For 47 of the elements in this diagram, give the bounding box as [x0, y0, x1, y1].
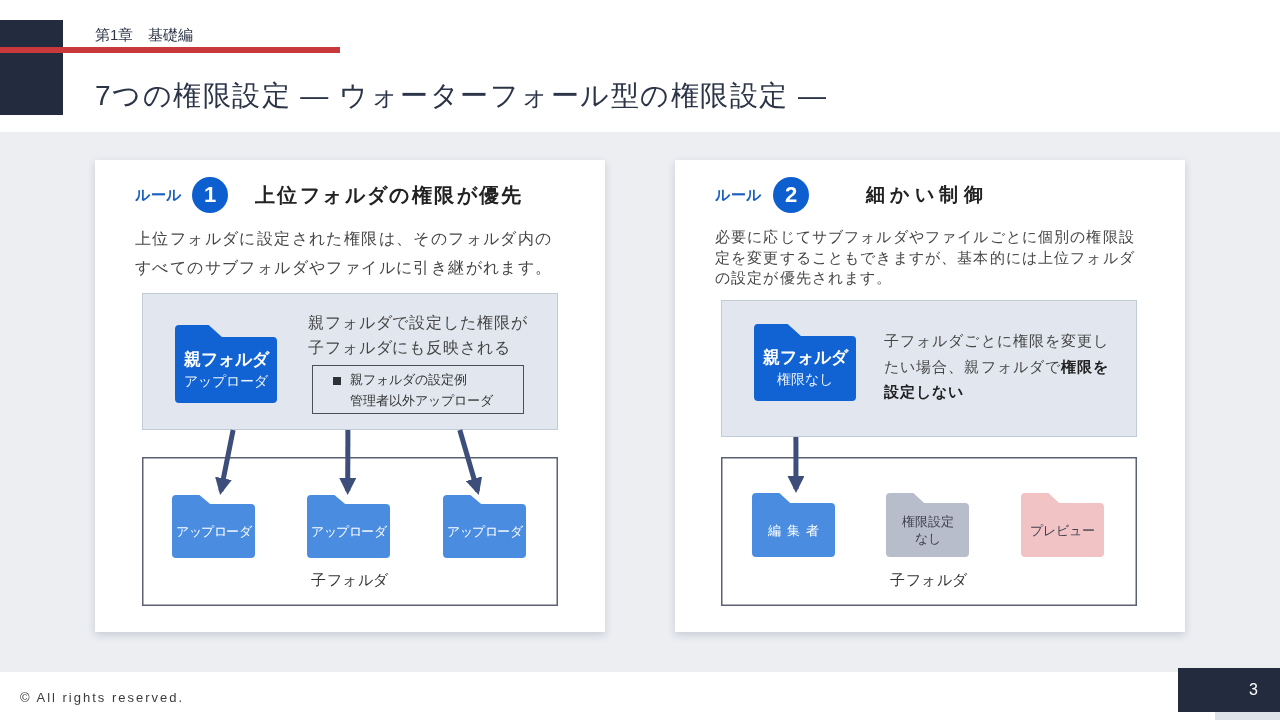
example-box — [312, 365, 524, 414]
number-badge: 1 — [192, 177, 228, 213]
folder-sublabel: 権限なし — [777, 370, 833, 389]
panel-note: 子フォルダごとに権限を変更したい場合、親フォルダで権限を設定しない — [884, 331, 1111, 402]
number-badge: 2 — [773, 177, 809, 213]
folder-label: アップローダ — [176, 522, 251, 540]
arrow — [339, 430, 357, 495]
folder-label: アップローダ — [447, 522, 522, 540]
child-folder-group — [142, 457, 558, 606]
parent-folder-panel — [142, 293, 558, 430]
folder-label: 親フォルダ — [183, 348, 269, 371]
card — [675, 160, 1185, 632]
child-folder-group — [721, 457, 1137, 606]
card-description: 上位フォルダに設定された権限は、そのフォルダ内のすべてのサブフォルダやファイルに引き継がれます。 — [135, 229, 554, 278]
page-number: 3 — [1249, 680, 1258, 700]
card — [95, 160, 605, 632]
folder-label: プレビュー — [1030, 521, 1095, 539]
card-heading: 上位フォルダの権限が優先 — [255, 183, 524, 208]
arrow — [787, 437, 805, 493]
arrow — [215, 429, 236, 495]
folder-label: アップローダ — [311, 522, 386, 540]
folder-sublabel: アップローダ — [184, 371, 268, 391]
chapter-label: 第1章 基礎編 — [95, 25, 194, 45]
folder-label: 親フォルダ — [762, 347, 848, 369]
example-heading: 親フォルダの設定例 — [350, 371, 467, 389]
folder — [175, 325, 277, 403]
rule-tag: ルール — [715, 185, 762, 205]
card-description: 必要に応じてサブフォルダやファイルごとに個別の権限設定を変更することもできますが、基本的には上位フォルダの設定が優先されます。 — [715, 227, 1136, 288]
folder-label: 権限設定なし — [900, 513, 955, 547]
panel-note: 親フォルダで設定した権限が子フォルダにも反映される — [308, 313, 529, 358]
group-label: 子フォルダ — [311, 570, 389, 590]
group-label: 子フォルダ — [890, 570, 968, 590]
card-heading: 細かい制御 — [866, 183, 988, 207]
copyright-text: © All rights reserved. — [20, 689, 185, 707]
folder — [443, 495, 526, 558]
rule-tag: ルール — [135, 185, 182, 205]
page-title: 7つの権限設定 — ウォーターフォール型の権限設定 — — [95, 79, 828, 113]
folder — [754, 324, 856, 401]
folder — [172, 495, 255, 558]
parent-folder-panel — [721, 300, 1137, 437]
folder — [886, 493, 969, 557]
arrow — [457, 429, 483, 496]
folder — [307, 495, 390, 558]
folder-label: 編集者 — [767, 521, 825, 539]
folder — [1021, 493, 1104, 557]
folder — [752, 493, 835, 557]
example-value: 管理者以外アップローダ — [350, 392, 493, 410]
